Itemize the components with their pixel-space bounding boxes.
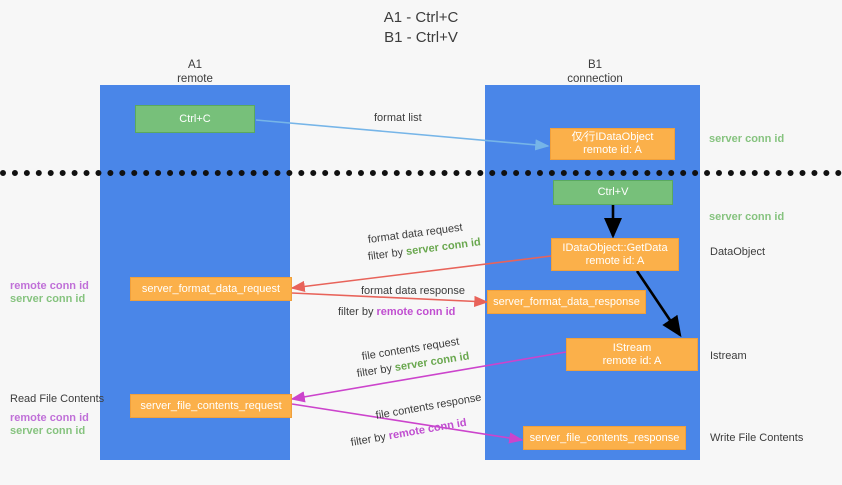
node-idataobject[interactable]: 仅⁄行IDataObject remote id: A bbox=[550, 128, 675, 160]
page-title: A1 - Ctrl+C B1 - Ctrl+V bbox=[0, 8, 842, 48]
edge-label-format-data-response-filter: filter by remote conn id bbox=[338, 306, 455, 319]
annotation-right-write-file-contents: Write File Contents bbox=[710, 432, 804, 444]
lane-b1-sub: connection bbox=[567, 73, 623, 85]
annotation-right-server-conn-1: server conn id bbox=[709, 133, 785, 145]
edge-label-fmt-resp-line1: format data response bbox=[361, 285, 465, 297]
node-ctrl-c[interactable]: Ctrl+C bbox=[135, 105, 255, 133]
node-server-file-contents-request-label: server_file_contents_request bbox=[140, 399, 282, 412]
annotation-left-read-file-contents: Read File Contents bbox=[10, 393, 105, 405]
edge-label-format-data-request-filter: filter by server conn id bbox=[367, 236, 482, 264]
annotation-left-server-conn-2: server conn id bbox=[10, 425, 86, 437]
node-ctrl-v-label: Ctrl+V bbox=[597, 186, 629, 198]
edge-label-format-list: format list bbox=[374, 112, 422, 125]
lane-a1-name: A1 bbox=[187, 59, 203, 71]
node-server-format-data-response[interactable]: server_format_data_response bbox=[487, 290, 646, 314]
node-istream-line1: IStream bbox=[612, 341, 652, 354]
annotation-right-server-conn-2: server conn id bbox=[709, 211, 785, 223]
node-server-format-data-response-label: server_format_data_response bbox=[493, 295, 640, 308]
annotation-right-dataobject: DataObject bbox=[710, 246, 766, 258]
node-server-file-contents-request[interactable]: server_file_contents_request bbox=[130, 394, 292, 418]
edge-label-file-resp-line1: file contents response bbox=[374, 391, 483, 422]
edge-label-file-contents-response-filter: filter by remote conn id bbox=[350, 417, 468, 450]
edge-label-format-list-text: format list bbox=[374, 112, 422, 124]
node-idataobject-getdata[interactable]: IDataObject::GetData remote id: A bbox=[551, 238, 679, 271]
node-getdata-line1: IDataObject::GetData bbox=[562, 241, 668, 254]
edge-label-fmt-resp-filter-key: remote conn id bbox=[376, 306, 456, 318]
node-server-file-contents-response[interactable]: server_file_contents_response bbox=[523, 426, 686, 450]
annotation-right-istream: Istream bbox=[710, 350, 747, 362]
node-server-format-data-request-label: server_format_data_request bbox=[141, 282, 281, 295]
node-server-format-data-request[interactable]: server_format_data_request bbox=[130, 277, 292, 301]
node-ctrl-v[interactable]: Ctrl+V bbox=[553, 180, 673, 205]
edge-label-file-resp-filter-prefix: filter by bbox=[349, 430, 390, 449]
edge-label-format-data-response: format data response bbox=[361, 285, 465, 298]
annotation-left-remote-conn-1: remote conn id bbox=[10, 280, 89, 292]
node-idataobject-line2: remote id: A bbox=[583, 144, 642, 156]
node-istream[interactable]: IStream remote id: A bbox=[566, 338, 698, 371]
node-server-file-contents-response-label: server_file_contents_response bbox=[529, 431, 680, 444]
title-line-2: B1 - Ctrl+V bbox=[384, 29, 458, 46]
phase-divider bbox=[0, 170, 842, 176]
node-idataobject-line1: 仅⁄行IDataObject bbox=[571, 131, 654, 143]
annotation-left-server-conn-1: server conn id bbox=[10, 293, 86, 305]
edge-label-file-req-filter-prefix: filter by bbox=[355, 362, 396, 380]
edge-label-fmt-req-filter-prefix: filter by bbox=[367, 246, 407, 263]
lane-header-b1: B1 connection bbox=[530, 58, 660, 86]
node-getdata-line2: remote id: A bbox=[585, 254, 645, 267]
lane-header-a1: A1 remote bbox=[130, 58, 260, 86]
lane-b1-name: B1 bbox=[587, 59, 603, 71]
node-ctrl-c-label: Ctrl+C bbox=[179, 112, 211, 125]
annotation-left-remote-conn-2: remote conn id bbox=[10, 412, 89, 424]
edge-label-file-contents-response: file contents response bbox=[375, 392, 483, 423]
node-istream-line2: remote id: A bbox=[602, 354, 662, 367]
lane-a1-sub: remote bbox=[177, 73, 213, 85]
title-line-1: A1 - Ctrl+C bbox=[383, 9, 459, 26]
edge-label-fmt-resp-filter-prefix: filter by bbox=[338, 306, 377, 318]
edge-label-file-contents-request-filter: filter by server conn id bbox=[356, 350, 471, 381]
